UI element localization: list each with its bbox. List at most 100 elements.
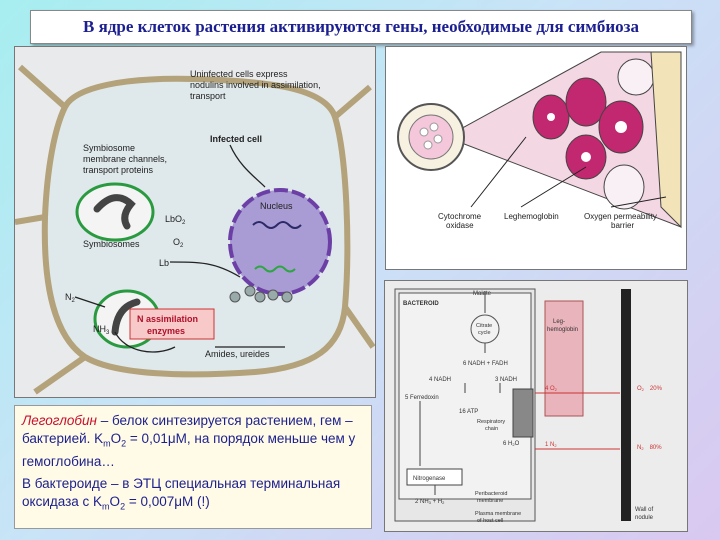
leg-box-line-2: hemoglobin	[547, 327, 578, 333]
bacteroid-label: BACTEROID	[403, 301, 439, 307]
o2-pct-value: 20%	[650, 386, 663, 392]
bacteroid-arrows	[419, 291, 501, 495]
symbiosome-1	[75, 182, 155, 242]
nh3-sub: 3	[106, 330, 110, 336]
peri-line-2: membrane	[477, 498, 503, 504]
arrow-nh3	[114, 331, 176, 353]
citrate-line-2: cycle	[478, 330, 491, 336]
malate-label: Malate	[473, 291, 492, 297]
wall-line-2	[333, 84, 372, 120]
n-assim-box	[129, 308, 215, 340]
bacteroid-1	[93, 194, 136, 230]
lb-label: Lb	[159, 258, 169, 268]
p2-mid: O	[109, 493, 121, 509]
nh3-main: NH	[93, 324, 106, 334]
p2-sub: m	[102, 501, 110, 512]
n2-pct-sub: 2	[641, 446, 644, 451]
symbiosome-channels-line-2: membrane channels,	[83, 154, 167, 164]
bacteroid-2	[111, 298, 141, 336]
nh3h2-label: 2 NH3 + H2	[415, 499, 445, 505]
h2o-sub: 2	[512, 442, 515, 447]
citrate-line-1: Citrate	[476, 323, 492, 329]
nadh-fadh-label: 6 NADH + FADH	[463, 361, 508, 367]
text-panel: Легоглобин – белок синтезируется растени…	[14, 405, 372, 529]
uninfected-line-3: transport	[190, 91, 226, 101]
lbo2-sub: 2	[182, 220, 186, 226]
arrow-uninfected	[229, 144, 266, 188]
n2-main: N	[65, 292, 72, 302]
arrow-n2	[74, 296, 106, 308]
p1-end: = 0,01μM, на порядок меньше чем у гемогл…	[22, 431, 356, 469]
resp-chain-box	[512, 388, 534, 438]
n-assim-line-2: enzymes	[147, 326, 185, 336]
lbo2-main: LbO	[165, 214, 182, 224]
lbo2-label: LbO2	[165, 214, 186, 226]
p1-sub: m	[103, 438, 111, 449]
barrier-label-1: Oxygen permeability	[584, 212, 657, 221]
h2o-tail: O	[515, 441, 520, 447]
wall-line-3	[342, 305, 376, 349]
nh3h2-sub: 3	[429, 500, 432, 505]
p2-end: = 0,007μM (!)	[125, 493, 210, 509]
gas-lines	[535, 392, 620, 450]
nh3h2-sub2: 2	[442, 500, 445, 505]
nitrogenase-label: Nitrogenase	[413, 476, 446, 482]
h2o-main: 6 H	[503, 441, 512, 447]
wall-line-b: nodule	[635, 515, 654, 521]
paragraph-1: Легоглобин – белок синтезируется растени…	[22, 412, 364, 471]
nodule-wall	[621, 289, 631, 521]
p1-rest: – белок синтезируется растением, гем – б…	[22, 413, 353, 446]
cyto-label-2: oxidase	[446, 221, 474, 230]
fan-cells	[532, 58, 655, 210]
wall-line-4	[33, 354, 87, 395]
arrow-lb	[169, 261, 241, 278]
nodule-inner	[408, 114, 454, 160]
symbiosome-channels-line-3: transport proteins	[83, 165, 154, 175]
resp-line-1: Respiratory	[477, 419, 505, 425]
cortex-band	[650, 51, 682, 229]
cyto-label-1: Cytochrome	[438, 212, 482, 221]
cell-diagram: Uninfected cells express nodulins involv…	[14, 47, 376, 397]
p1-sub2: 2	[121, 438, 127, 449]
leghemoglobin-term: Легоглобин	[22, 413, 97, 428]
text-block: Легоглобин – белок синтезируется растени…	[22, 412, 364, 515]
uninfected-line-1: Uninfected cells express	[190, 69, 288, 79]
n2-pct-main: N	[637, 445, 641, 451]
nucleus-label: Nucleus	[260, 201, 293, 211]
pointer-leg	[520, 166, 587, 208]
symbiosome-channels-line-1: Symbiosome	[83, 143, 135, 153]
leg-label: Leghemoglobin	[504, 212, 559, 221]
n2-1-main: 1 N	[545, 442, 554, 448]
o2-pct-sub: 2	[642, 387, 645, 392]
wall-line-5	[14, 214, 46, 225]
resp-line-2: chain	[485, 426, 498, 432]
pointer-cyto	[470, 136, 527, 208]
peri-line-1: Peribacteroid	[475, 491, 507, 497]
p2-sub2: 2	[120, 501, 126, 512]
atp-label: 16 ATP	[459, 409, 478, 415]
o2-pct-label: O2 20%	[637, 386, 663, 392]
ferredoxin-label: 5 Ferredoxin	[405, 395, 439, 401]
o2-4-main: 4 O	[545, 386, 555, 392]
barrier-label-2: barrier	[611, 221, 634, 230]
nodule-diagram: Cytochrome oxidase Leghemoglobin Oxygen …	[386, 47, 686, 269]
leg-box-line-1: Leg-	[553, 319, 565, 325]
uninfected-line-2: nodulins involved in assimilation,	[190, 80, 321, 90]
o2-pct-main: O	[637, 386, 642, 392]
nadh4-label: 4 NADH	[429, 377, 451, 383]
n2-pct-value: 80%	[650, 445, 663, 451]
n2-sub: 2	[72, 298, 76, 304]
n2-1-sub: 2	[554, 443, 557, 448]
o2-4-label: 4 O2	[545, 386, 558, 392]
wall-line-1	[18, 64, 67, 110]
p2-start: В бактероиде – в ЭТЦ специальная термина…	[22, 475, 341, 509]
h2o-label: 6 H2O	[503, 441, 520, 447]
o2-sub: 2	[180, 243, 184, 249]
leghemoglobin-box	[544, 300, 584, 417]
n2-1-label: 1 N2	[545, 442, 557, 448]
symbiosomes-label: Symbiosomes	[83, 239, 140, 249]
n-assim-line-1: N assimilation	[137, 314, 198, 324]
nh3h2-main: 2 NH	[415, 499, 429, 505]
n2-label: N2	[65, 292, 76, 304]
p1-tail: O	[110, 431, 122, 446]
